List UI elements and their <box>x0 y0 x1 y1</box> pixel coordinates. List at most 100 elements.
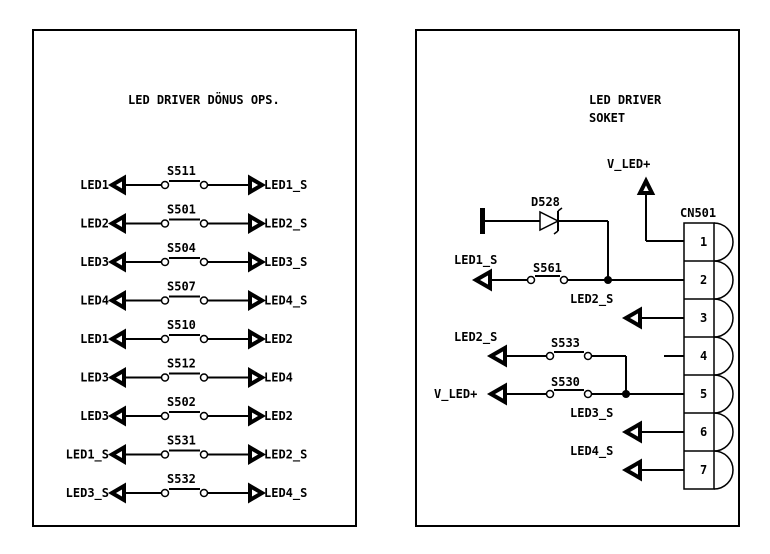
power-arrow-icon <box>636 176 656 195</box>
left-arrow-icon <box>108 444 126 465</box>
right-arrow-icon <box>248 482 266 504</box>
switch-contact <box>199 180 209 190</box>
switch-contact <box>583 351 593 361</box>
s533-arrow-icon <box>486 344 507 368</box>
switch-contact <box>199 488 209 498</box>
right-arrow-icon <box>248 328 266 350</box>
switch-contact <box>545 389 555 399</box>
switch-label: S512 <box>167 357 196 371</box>
led3-s-label: LED3_S <box>570 406 613 421</box>
left-arrow-icon <box>108 174 126 196</box>
right-panel-title-line2: SOKET <box>589 111 625 125</box>
right-net-label: LED2 <box>264 409 293 423</box>
diode-label: D528 <box>531 195 560 209</box>
switch-contact <box>559 275 569 285</box>
pin-7: 7 <box>700 463 707 477</box>
pin-4: 4 <box>700 349 707 363</box>
s530-arrow-icon <box>486 382 507 406</box>
left-net-label: LED1_S <box>66 448 109 463</box>
right-arrow-icon <box>248 367 266 388</box>
switch-contact <box>160 450 170 459</box>
switch-contact <box>199 450 209 459</box>
net-pin6: LED3_S <box>570 406 684 444</box>
right-net-label: LED1_S <box>264 178 307 193</box>
pin3-arrow-icon <box>621 306 642 330</box>
switch-contact <box>199 296 209 305</box>
pin-5: 5 <box>700 387 707 401</box>
left-net-label: LED3 <box>80 255 109 269</box>
switch-label: S511 <box>167 164 196 178</box>
switch-s561-label: S561 <box>533 261 562 275</box>
switch-contact <box>160 411 170 421</box>
switch-contact <box>199 411 209 421</box>
right-panel-title-line1: LED DRIVER <box>589 93 662 107</box>
right-net-label: LED4_S <box>264 486 307 501</box>
net-pin7: LED4_S <box>570 444 684 482</box>
right-net-label: LED2_S <box>264 448 307 463</box>
right-arrow-icon <box>248 405 266 427</box>
pin-6: 6 <box>700 425 707 439</box>
switch-contact <box>545 351 555 361</box>
pin7-arrow-icon <box>621 458 642 482</box>
left-arrow-icon <box>108 251 126 273</box>
right-net-label: LED2 <box>264 332 293 346</box>
connector-cn501: CN501 1 2 3 4 5 6 7 <box>664 206 734 490</box>
pin6-arrow-icon <box>621 420 642 444</box>
left-arrow-icon <box>108 367 126 388</box>
right-net-label: LED4 <box>264 371 293 385</box>
junction-dot <box>622 390 630 398</box>
switch-label: S531 <box>167 434 196 448</box>
vled-power-symbol: V_LED+ <box>607 157 684 242</box>
right-arrow-icon <box>248 213 266 234</box>
led1-s-label: LED1_S <box>454 253 497 268</box>
right-arrow-icon <box>248 251 266 273</box>
switch-s533-label: S533 <box>551 336 580 350</box>
pin-2: 2 <box>700 273 707 287</box>
ground-bar-icon <box>480 208 485 234</box>
left-panel-title: LED DRIVER DÖNUS OPS. <box>128 92 280 107</box>
switch-contact <box>160 180 170 190</box>
led1-s-arrow-icon <box>471 268 492 292</box>
switch-label: S502 <box>167 395 196 409</box>
left-net-label: LED1 <box>80 332 109 346</box>
switch-label: S504 <box>167 241 196 255</box>
right-net-label: LED4_S <box>264 294 307 309</box>
switch-label: S501 <box>167 203 196 217</box>
left-net-label: LED3 <box>80 409 109 423</box>
left-net-label: LED1 <box>80 178 109 192</box>
switch-contact <box>199 257 209 267</box>
right-net-label: LED3_S <box>264 255 307 270</box>
switch-contact <box>160 257 170 267</box>
switch-contact <box>199 334 209 344</box>
right-panel-frame <box>415 29 740 527</box>
vled-power-label: V_LED+ <box>607 157 650 172</box>
switch-label: S532 <box>167 472 196 486</box>
right-arrow-icon <box>248 444 266 465</box>
connector-name: CN501 <box>680 206 716 220</box>
junction-dot <box>604 276 612 284</box>
switch-label: S510 <box>167 318 196 332</box>
left-arrow-icon <box>108 328 126 350</box>
switch-contact <box>160 373 170 382</box>
diode-icon <box>539 210 560 232</box>
left-arrow-icon <box>108 213 126 234</box>
switch-label: S507 <box>167 280 196 294</box>
diode-d528: D528 <box>480 195 609 280</box>
switch-contact <box>199 373 209 382</box>
led4-s-label: LED4_S <box>570 444 613 459</box>
switch-contact <box>199 219 209 228</box>
right-arrow-icon <box>248 290 266 311</box>
switch-contact <box>160 488 170 498</box>
s530-vled-label: V_LED+ <box>434 387 477 402</box>
switch-s530-label: S530 <box>551 375 580 389</box>
